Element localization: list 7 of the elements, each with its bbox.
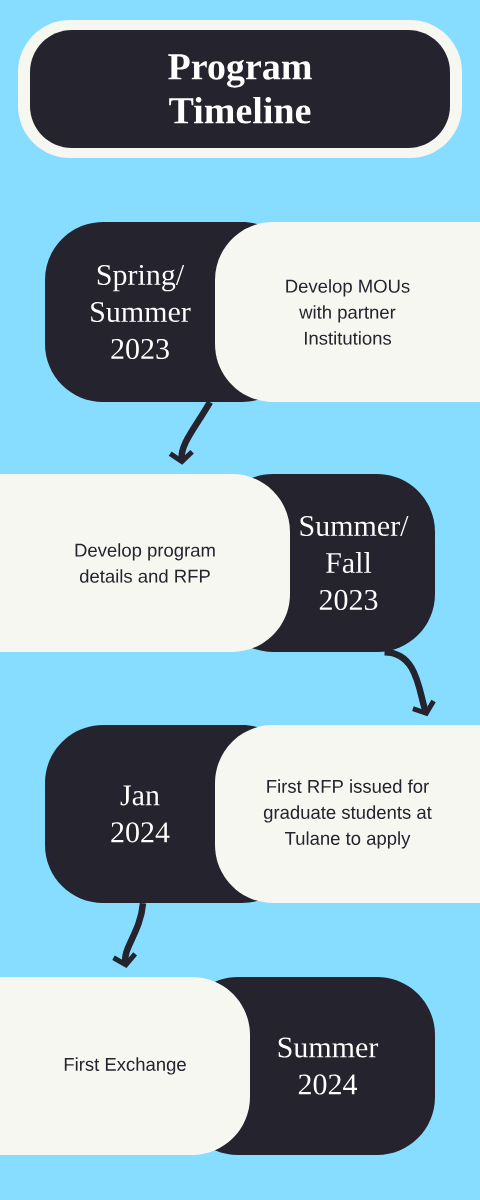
arrow — [168, 400, 213, 465]
arrow — [112, 902, 147, 968]
task-pill: Develop program details and RFP — [0, 474, 290, 652]
task-pill: Develop MOUs with partner Institutions — [215, 222, 480, 402]
task-pill: First Exchange — [0, 977, 250, 1155]
task-pill: First RFP issued for graduate students at Tulane to apply — [215, 725, 480, 903]
title-banner: Program Timeline — [18, 20, 462, 158]
